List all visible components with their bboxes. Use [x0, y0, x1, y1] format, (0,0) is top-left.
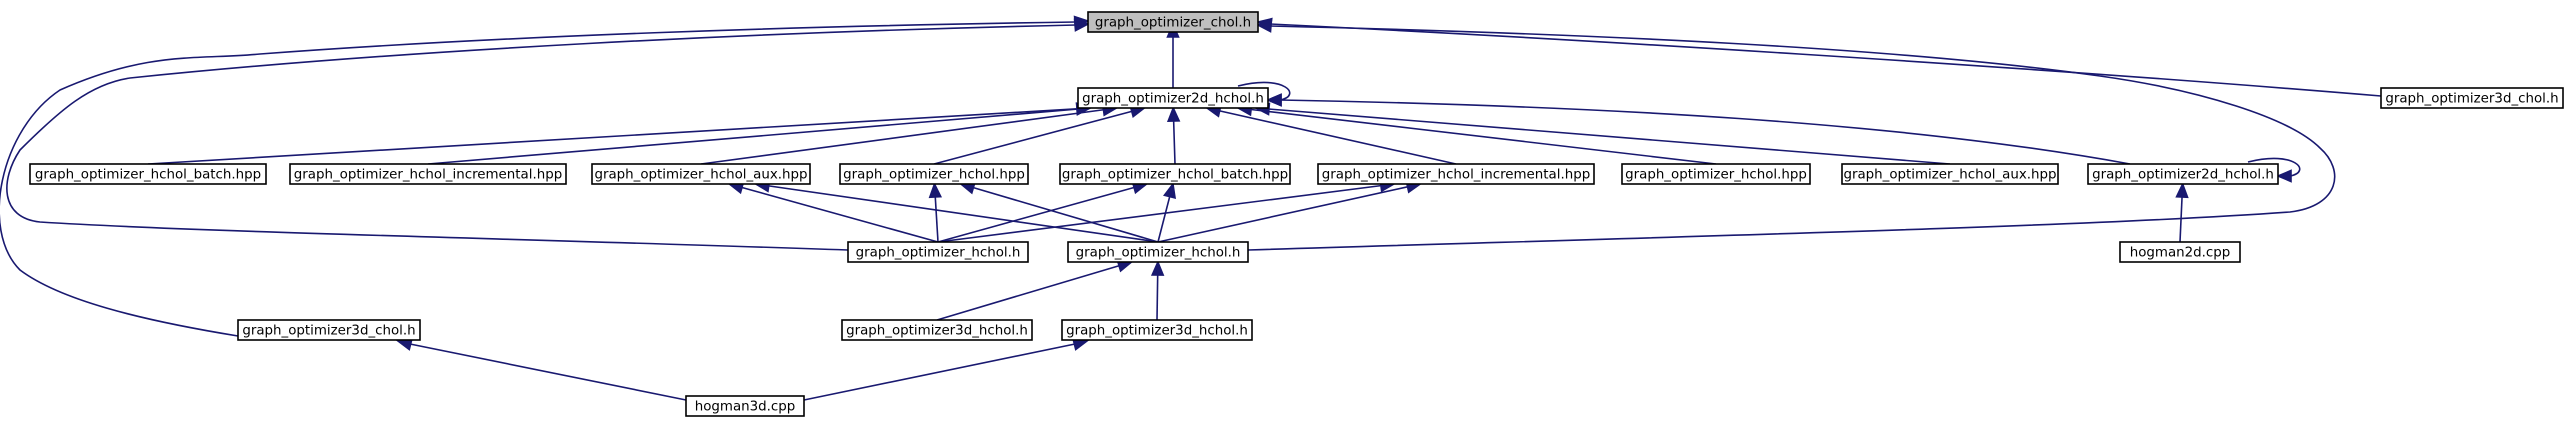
edge-batch_hpp_2-to-h2d [1172, 120, 1176, 165]
edge-incr_hpp_2-to-h2d [1219, 110, 1457, 165]
arrowhead-hchol_h_2-to-chol [1255, 19, 1273, 33]
edge-hogman3d-to-g3dh_2 [803, 343, 1076, 401]
node-label: graph_optimizer3d_hchol.h [846, 324, 1028, 339]
node-box[interactable] [1061, 319, 1253, 341]
node-hogman2d[interactable]: hogman2d.cpp [2119, 241, 2241, 263]
edge-aux_hpp_2-to-h2d [1268, 108, 1951, 165]
node-box[interactable] [237, 319, 421, 341]
node-label: graph_optimizer3d_chol.h [2385, 92, 2558, 107]
node-label: graph_optimizer3d_chol.h [242, 324, 415, 339]
node-label: graph_optimizer3d_hchol.h [1066, 324, 1248, 339]
node-batch-hpp-1[interactable]: graph_optimizer_hchol_batch.hpp [29, 163, 267, 185]
node-box[interactable] [289, 163, 567, 185]
node-label: graph_optimizer_hchol.hpp [1625, 168, 1807, 183]
edge-g3dh_2-to-hchol_h_2 [1156, 274, 1159, 321]
edge-hchol_h_1-to-batch_hpp_2 [937, 186, 1135, 243]
edge-h2d_b-to-h2d [1279, 99, 2131, 165]
node-hogman3d[interactable]: hogman3d.cpp [685, 395, 805, 417]
node-hchol-h-1[interactable]: graph_optimizer_hchol.h [847, 241, 1029, 263]
node-incr-hpp-2[interactable]: graph_optimizer_hchol_incremental.hpp [1317, 163, 1595, 185]
edge-hchol_h_2-to-aux_hpp_1 [768, 185, 1159, 243]
node-label: graph_optimizer_hchol_incremental.hpp [294, 168, 562, 183]
arrowhead-batch_hpp_2-to-h2d [1166, 105, 1181, 123]
node-h2d-b[interactable]: graph_optimizer2d_hchol.h [2087, 163, 2279, 185]
node-box[interactable] [1059, 163, 1291, 185]
node-aux-hpp-2[interactable]: graph_optimizer_hchol_aux.hpp [1841, 163, 2059, 185]
edge-g3dchol_r-to-chol [1269, 23, 2382, 97]
node-box[interactable] [2087, 163, 2279, 185]
node-box[interactable] [1067, 241, 1249, 263]
edge-h2d_b-to-h2d_b [2247, 157, 2301, 177]
node-aux-hpp-1[interactable]: graph_optimizer_hchol_aux.hpp [591, 163, 811, 185]
edge-h2d-to-h2d [1237, 81, 1291, 101]
arrowhead-hchol_h_1-to-hchol_hpp_1 [928, 181, 943, 199]
edge-hchol_h_2-to-batch_hpp_2 [1157, 196, 1171, 243]
edge-hogman3d-to-g3dchol_l [409, 343, 687, 401]
edge-hchol_h_2-to-chol [1247, 25, 2336, 251]
node-g3dh-2[interactable]: graph_optimizer3d_hchol.h [1061, 319, 1253, 341]
node-label: graph_optimizer_hchol.h [1076, 246, 1241, 261]
node-label: graph_optimizer2d_hchol.h [1082, 92, 1264, 107]
node-label: graph_optimizer_hchol.h [856, 246, 1021, 261]
node-incr-hpp-1[interactable]: graph_optimizer_hchol_incremental.hpp [289, 163, 567, 185]
node-box[interactable] [841, 319, 1033, 341]
node-label: graph_optimizer_hchol_incremental.hpp [1322, 168, 1590, 183]
node-box[interactable] [591, 163, 811, 185]
node-label: hogman2d.cpp [2130, 246, 2231, 261]
node-label: graph_optimizer_hchol.hpp [843, 168, 1025, 183]
node-g3dh-1[interactable]: graph_optimizer3d_hchol.h [841, 319, 1033, 341]
node-box[interactable] [1087, 11, 1259, 33]
edge-hchol_h_1-to-hchol_hpp_1 [934, 196, 939, 243]
edges-layer [0, 15, 2382, 401]
node-box[interactable] [839, 163, 1029, 185]
node-hchol-h-2[interactable]: graph_optimizer_hchol.h [1067, 241, 1249, 263]
node-g3dchol-l[interactable]: graph_optimizer3d_chol.h [237, 319, 421, 341]
node-label: graph_optimizer_hchol_aux.hpp [594, 168, 807, 183]
arrowhead-h2d_b-to-h2d [1265, 93, 1282, 107]
node-box[interactable] [1621, 163, 1811, 185]
node-batch-hpp-2[interactable]: graph_optimizer_hchol_batch.hpp [1059, 163, 1291, 185]
node-box[interactable] [685, 395, 805, 417]
node-label: graph_optimizer_hchol_aux.hpp [1843, 168, 2056, 183]
arrowhead-g3dh_2-to-hchol_h_2 [1150, 259, 1165, 276]
node-label: hogman3d.cpp [695, 400, 796, 415]
node-box[interactable] [2380, 87, 2564, 109]
edge-g3dchol_l-to-chol [0, 21, 1077, 337]
arrowhead-hogman2d-to-h2d_b [2175, 181, 2189, 199]
node-box[interactable] [1841, 163, 2059, 185]
edge-hchol_h_1-to-chol [6, 24, 1077, 251]
edge-hchol_hpp_2-to-h2d [1250, 108, 1717, 165]
node-label: graph_optimizer_hchol_batch.hpp [35, 168, 261, 183]
edge-g3dh_1-to-hchol_h_2 [936, 264, 1120, 321]
node-label: graph_optimizer_hchol_batch.hpp [1062, 168, 1288, 183]
node-box[interactable] [847, 241, 1029, 263]
node-label: graph_optimizer_chol.h [1095, 16, 1251, 31]
edge-aux_hpp_1-to-h2d [700, 108, 1104, 165]
edge-batch_hpp_1-to-h2d [147, 107, 1078, 165]
arrowhead-hchol_h_1-to-chol [1073, 18, 1091, 32]
node-label: graph_optimizer2d_hchol.h [2092, 168, 2274, 183]
node-hchol-hpp-2[interactable]: graph_optimizer_hchol.hpp [1621, 163, 1811, 185]
edge-hchol_h_2-to-incr_hpp_2 [1157, 186, 1408, 243]
node-chol[interactable]: graph_optimizer_chol.h [1087, 11, 1259, 33]
edge-hchol_hpp_1-to-h2d [933, 110, 1132, 165]
edge-incr_hpp_1-to-h2d [427, 108, 1078, 165]
node-h2d[interactable]: graph_optimizer2d_hchol.h [1077, 87, 1269, 109]
edge-hchol_h_1-to-aux_hpp_1 [741, 186, 939, 243]
edge-hchol_h_2-to-hchol_hpp_1 [973, 186, 1159, 243]
node-box[interactable] [2119, 241, 2241, 263]
node-hchol-hpp-1[interactable]: graph_optimizer_hchol.hpp [839, 163, 1029, 185]
node-box[interactable] [29, 163, 267, 185]
node-box[interactable] [1317, 163, 1595, 185]
node-box[interactable] [1077, 87, 1269, 109]
arrowhead-h2d_b-to-h2d_b [2275, 169, 2292, 183]
edge-hogman2d-to-h2d_b [2179, 196, 2183, 243]
nodes-layer: graph_optimizer_chol.h graph_optimizer2d_… [29, 11, 2564, 417]
node-g3dchol-r[interactable]: graph_optimizer3d_chol.h [2380, 87, 2564, 109]
edge-hchol_h_1-to-incr_hpp_2 [937, 184, 1382, 243]
arrowhead-hchol_h_2-to-batch_hpp_2 [1163, 182, 1177, 200]
